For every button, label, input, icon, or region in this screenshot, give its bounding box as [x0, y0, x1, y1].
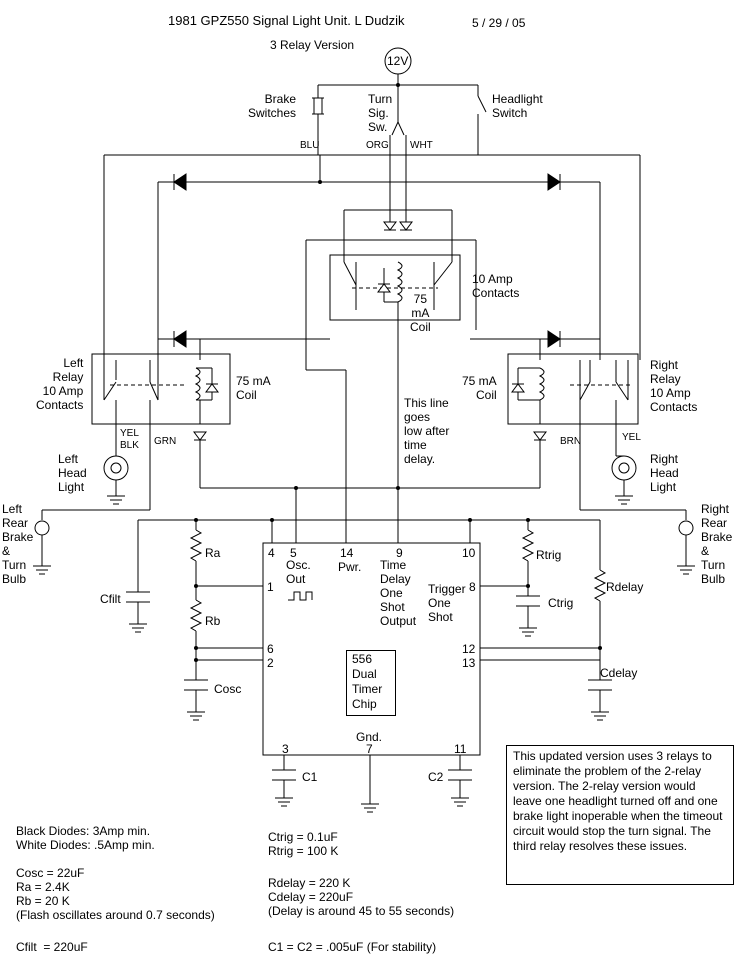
- wire-yel-right: YEL: [622, 432, 641, 443]
- pin-5: 5: [290, 546, 297, 560]
- spec-cfilt: Cfilt = 220uF: [16, 940, 88, 954]
- pin-2: 2: [267, 656, 274, 670]
- rtrig-label: Rtrig: [536, 548, 562, 562]
- time-delay-output-label: Time Delay One Shot Output: [380, 558, 417, 628]
- pin-9: 9: [396, 546, 403, 560]
- rb-resistor-symbol: [189, 599, 203, 632]
- c1-label: C1: [302, 770, 318, 784]
- turn-signal-switch-symbol: [389, 85, 407, 155]
- right-rear-bulb-symbol: [678, 520, 694, 536]
- white-diode-center-coil: [377, 283, 391, 293]
- white-diode-1: [383, 221, 397, 231]
- wire-brn: BRN: [560, 436, 582, 447]
- supply-label: 12V: [387, 54, 409, 68]
- left-relay-label: Left Relay 10 Amp Contacts: [36, 356, 84, 412]
- left-coil-label: 75 mA Coil: [236, 374, 271, 402]
- ra-resistor-symbol: [189, 529, 203, 562]
- schematic-title: 1981 GPZ550 Signal Light Unit. L Dudzik: [168, 13, 405, 28]
- pin-13: 13: [462, 656, 476, 670]
- pin-4: 4: [268, 546, 275, 560]
- osc-out-label: Osc. Out: [286, 558, 311, 586]
- c2-label: C2: [428, 770, 444, 784]
- right-relay-label: Right Relay 10 Amp Contacts: [650, 358, 698, 414]
- white-diode-left-out: [193, 431, 207, 441]
- spec-c1c2: C1 = C2 = .005uF (For stability): [268, 940, 437, 954]
- ra-label: Ra: [205, 546, 221, 560]
- black-diode-right-low: [547, 330, 561, 348]
- left-relay-box: [91, 353, 231, 425]
- cosc-label: Cosc: [214, 682, 242, 696]
- left-head-light-label: Left Head Light: [58, 452, 87, 494]
- trigger-one-shot-label: Trigger One Shot: [428, 582, 466, 624]
- timer-chip-body: [262, 542, 481, 756]
- center-relay-contacts-label: 10 Amp Contacts: [472, 272, 520, 300]
- wire-blu: BLU: [300, 140, 320, 151]
- pin-8: 8: [469, 580, 476, 594]
- headlight-switch-label: Headlight Switch: [492, 92, 543, 120]
- spec-delay: Rdelay = 220 K Cdelay = 220uF (Delay is …: [268, 876, 455, 918]
- pin-1: 1: [267, 580, 274, 594]
- ctrig-label: Ctrig: [548, 596, 574, 610]
- right-coil-label: 75 mA Coil: [462, 374, 497, 402]
- pin-3: 3: [282, 742, 289, 756]
- timeout-line-note: This line goes low after time delay.: [404, 396, 450, 466]
- pin-10: 10: [462, 546, 476, 560]
- pin-12: 12: [462, 642, 476, 656]
- pin-11: 11: [454, 742, 467, 756]
- white-diode-right-out: [533, 431, 547, 441]
- left-headlight-symbol: [103, 455, 129, 481]
- pin-7: 7: [366, 742, 373, 756]
- right-relay-box: [507, 353, 639, 425]
- rb-label: Rb: [205, 614, 221, 628]
- spec-trig: Ctrig = 0.1uF Rtrig = 100 K: [268, 830, 339, 858]
- wire-org: ORG: [366, 140, 389, 151]
- black-diode-right-top: [547, 173, 561, 191]
- spec-diodes: Black Diodes: 3Amp min. White Diodes: .5…: [16, 824, 155, 852]
- rdelay-resistor-symbol: [593, 569, 607, 602]
- wire-grn: GRN: [154, 436, 177, 447]
- chip-name-label: 556 Dual Timer Chip: [346, 650, 396, 716]
- cdelay-label: Cdelay: [600, 666, 638, 680]
- left-rear-bulb-symbol: [34, 520, 50, 536]
- schematic-date: 5 / 29 / 05: [472, 16, 526, 30]
- osc-waveform-symbol: [288, 591, 313, 601]
- black-diode-left-top: [173, 173, 187, 191]
- pin-14: 14: [340, 546, 354, 560]
- right-head-light-label: Right Head Light: [650, 452, 679, 494]
- white-diode-right-coil: [511, 383, 525, 393]
- center-relay-box: [329, 254, 461, 321]
- wire-yel-left: YEL: [120, 428, 139, 439]
- center-relay-coil-label: 75 mA Coil: [410, 292, 431, 334]
- white-diode-2: [399, 221, 413, 231]
- spec-osc: Cosc = 22uF Ra = 2.4K Rb = 20 K (Flash o…: [16, 866, 215, 922]
- headlight-switch-symbol: [477, 95, 487, 155]
- left-rear-bulb-label: Left Rear Brake & Turn Bulb: [2, 502, 34, 586]
- brake-switches-label: Brake Switches: [248, 92, 297, 120]
- schematic-subtitle: 3 Relay Version: [270, 38, 355, 52]
- wire-blk: BLK: [120, 440, 139, 451]
- brake-switch-symbol: [312, 97, 324, 115]
- gnd-label: Gnd.: [356, 730, 383, 744]
- wire-wht: WHT: [410, 140, 433, 151]
- pin-6: 6: [267, 642, 274, 656]
- right-rear-bulb-label: Right Rear Brake & Turn Bulb: [701, 502, 733, 586]
- description-note: This updated version uses 3 relays to el…: [506, 745, 734, 885]
- black-diode-left-low: [173, 330, 187, 348]
- white-diode-left-coil: [205, 383, 219, 393]
- rdelay-label: Rdelay: [606, 580, 644, 594]
- right-headlight-symbol: [611, 455, 637, 481]
- pwr-label: Pwr.: [338, 560, 362, 574]
- cfilt-label: Cfilt: [100, 592, 121, 606]
- rtrig-resistor-symbol: [521, 529, 535, 562]
- turn-switch-label: Turn Sig. Sw.: [368, 92, 393, 134]
